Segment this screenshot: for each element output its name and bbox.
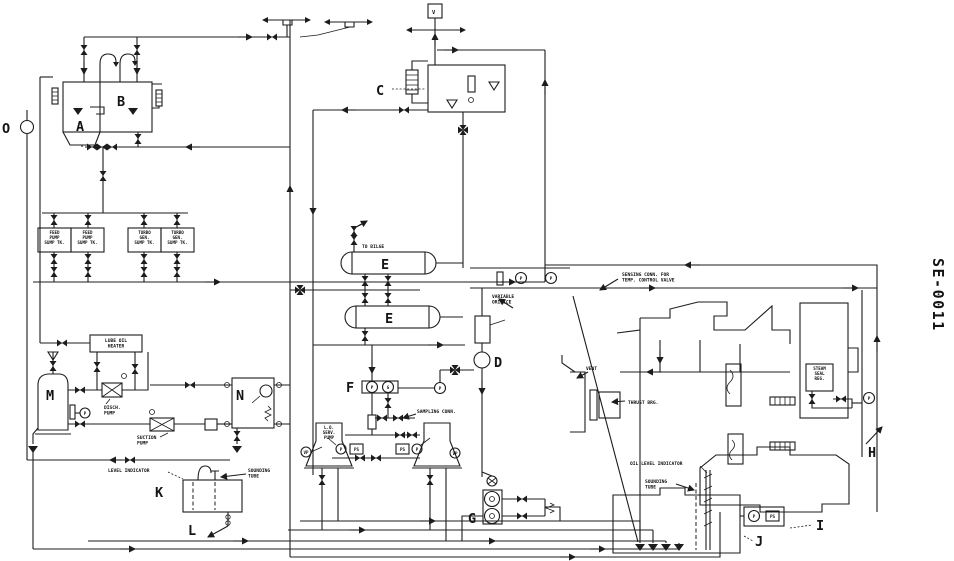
steam-seal-area xyxy=(799,302,876,419)
left-main-pipes xyxy=(26,76,230,549)
letter-j: J xyxy=(755,534,763,550)
thrust-bearing xyxy=(561,355,626,433)
purifier-feed-gauge-o xyxy=(19,110,35,135)
h-leader xyxy=(865,426,883,445)
suction-pump xyxy=(68,409,232,438)
sampling-conn-label: SAMPLING CONN. xyxy=(417,409,456,415)
switch-ps-i: PS xyxy=(770,514,776,519)
variable-orifice xyxy=(474,288,514,352)
sump-tank-j xyxy=(612,465,754,554)
purifier-m xyxy=(28,351,91,453)
gauge-p2: P xyxy=(550,276,553,281)
letter-d: D xyxy=(494,355,502,371)
drain-manifolds xyxy=(33,512,721,561)
disch-pump-label: DISCH.PUMP xyxy=(104,405,121,416)
cooler-top-letter: E xyxy=(381,257,389,273)
tank-a-letter: A xyxy=(76,119,84,135)
lo-cooler-bottom xyxy=(313,274,465,349)
oil-level-indicator-label: OIL LEVEL INDICATOR xyxy=(630,461,683,467)
letter-h: H xyxy=(868,445,876,461)
tank-b-letter: B xyxy=(117,94,125,110)
disch-pump xyxy=(68,352,149,405)
lo-serv-pump-stbd xyxy=(332,422,462,541)
lo-serv-pump-label: L.O.SERV.PUMP xyxy=(323,425,336,440)
settling-tanks-ab xyxy=(51,37,290,213)
letter-n: N xyxy=(236,388,244,404)
vent-label: VENT xyxy=(586,366,597,372)
level-indicator-label: LEVEL INDICATOR xyxy=(108,468,150,474)
turbine-block xyxy=(572,295,850,543)
letter-f: F xyxy=(346,380,354,396)
cooler-bottom-letter: E xyxy=(385,311,393,327)
switch-ps-stbd: PS xyxy=(400,447,406,452)
gauge-p1: P xyxy=(520,276,523,281)
gauge-p-i: P xyxy=(753,514,756,519)
lube-oil-heater xyxy=(40,334,143,390)
drawing-number: SE-0011 xyxy=(929,258,947,332)
lo-serv-pump-port xyxy=(300,422,364,530)
letter-k: K xyxy=(155,485,164,501)
top-left-line xyxy=(84,33,290,41)
n-box xyxy=(150,377,290,453)
deck-vent-mid xyxy=(299,19,373,38)
vent-head-v xyxy=(406,3,466,33)
g-pump-unit xyxy=(461,471,561,541)
gauge-vp-stbd: VP xyxy=(452,451,458,456)
gauge-vp-port: VP xyxy=(303,450,309,455)
gauge-f-g: G xyxy=(387,385,390,390)
switch-ps-port: PS xyxy=(354,447,360,452)
letter-i: I xyxy=(816,518,824,534)
vent-v-label: V xyxy=(432,10,436,16)
f-strainer xyxy=(345,345,447,439)
gauge-f-p2: P xyxy=(439,386,442,391)
gauge-f-p1: P xyxy=(371,385,374,390)
gauge-p-m: P xyxy=(84,411,87,416)
letter-g: G xyxy=(468,511,476,527)
letter-o: O xyxy=(2,121,10,137)
temp-control-valve-d xyxy=(439,351,491,477)
gauge-p-right: P xyxy=(868,396,871,401)
gauge-p-port: P xyxy=(340,447,343,452)
lo-cooler-top xyxy=(340,220,463,275)
sensing-line xyxy=(570,278,877,292)
letter-l: L xyxy=(188,523,196,539)
gauge-manifold xyxy=(470,267,570,289)
i-gauge-box xyxy=(740,506,813,529)
gauge-p-stbd: P xyxy=(416,447,419,452)
gravity-tank-c xyxy=(313,30,545,268)
sump-tank-row xyxy=(33,212,545,286)
tank-k xyxy=(167,465,247,538)
letter-c: C xyxy=(376,83,384,99)
to-bilge-label: TO BILGE xyxy=(362,244,384,250)
deck-vent-left xyxy=(262,17,311,37)
letter-m: M xyxy=(46,388,54,404)
thrust-brg-label: THRUST BRG. xyxy=(628,400,658,406)
center-mains xyxy=(286,20,549,557)
